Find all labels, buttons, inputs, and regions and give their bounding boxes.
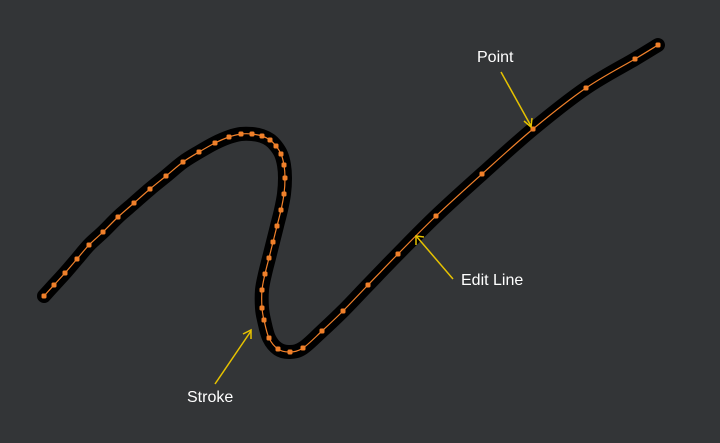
- edit-point[interactable]: [281, 191, 287, 197]
- edit-point[interactable]: [274, 223, 280, 229]
- edit-point[interactable]: [62, 270, 68, 276]
- edit-point[interactable]: [212, 140, 218, 146]
- edit-point[interactable]: [273, 143, 279, 149]
- edit-point[interactable]: [583, 85, 589, 91]
- edit-point[interactable]: [270, 239, 276, 245]
- edit-point[interactable]: [266, 335, 272, 341]
- edit-point[interactable]: [259, 305, 265, 311]
- edit-point[interactable]: [300, 345, 306, 351]
- edit-points: [41, 42, 661, 355]
- edit-point[interactable]: [632, 56, 638, 62]
- edit-point[interactable]: [266, 255, 272, 261]
- edit-point[interactable]: [226, 134, 232, 140]
- arrow-edit-line: [415, 235, 454, 280]
- edit-point[interactable]: [147, 186, 153, 192]
- edit-point[interactable]: [262, 271, 268, 277]
- edit-point[interactable]: [433, 213, 439, 219]
- edit-point[interactable]: [530, 126, 536, 132]
- edit-point[interactable]: [196, 149, 202, 155]
- edit-point[interactable]: [41, 293, 47, 299]
- edit-point[interactable]: [281, 162, 287, 168]
- edit-point[interactable]: [86, 242, 92, 248]
- edit-point[interactable]: [278, 207, 284, 213]
- arrow-point: [500, 71, 533, 129]
- label-point: Point: [477, 49, 514, 66]
- edit-point[interactable]: [479, 171, 485, 177]
- edit-point[interactable]: [340, 308, 346, 314]
- edit-point[interactable]: [365, 282, 371, 288]
- label-edit-line: Edit Line: [461, 272, 524, 289]
- edit-point[interactable]: [267, 137, 273, 143]
- edit-point[interactable]: [131, 200, 137, 206]
- edit-point[interactable]: [282, 175, 288, 181]
- edit-point[interactable]: [287, 349, 293, 355]
- edit-point[interactable]: [115, 214, 121, 220]
- stroke-body: [37, 38, 665, 360]
- edit-point[interactable]: [395, 251, 401, 257]
- edit-point[interactable]: [163, 173, 169, 179]
- edit-point[interactable]: [51, 282, 57, 288]
- edit-point[interactable]: [238, 131, 244, 137]
- edit-point[interactable]: [180, 159, 186, 165]
- label-stroke: Stroke: [187, 389, 234, 406]
- edit-point[interactable]: [249, 131, 255, 137]
- edit-point[interactable]: [259, 133, 265, 139]
- edit-point[interactable]: [100, 229, 106, 235]
- edit-point[interactable]: [275, 346, 281, 352]
- arrow-stroke: [214, 328, 252, 385]
- edit-point[interactable]: [259, 287, 265, 293]
- edit-point[interactable]: [74, 256, 80, 262]
- edit-point[interactable]: [261, 317, 267, 323]
- edit-point[interactable]: [655, 42, 661, 48]
- edit-point[interactable]: [278, 151, 284, 157]
- edit-point[interactable]: [319, 328, 325, 334]
